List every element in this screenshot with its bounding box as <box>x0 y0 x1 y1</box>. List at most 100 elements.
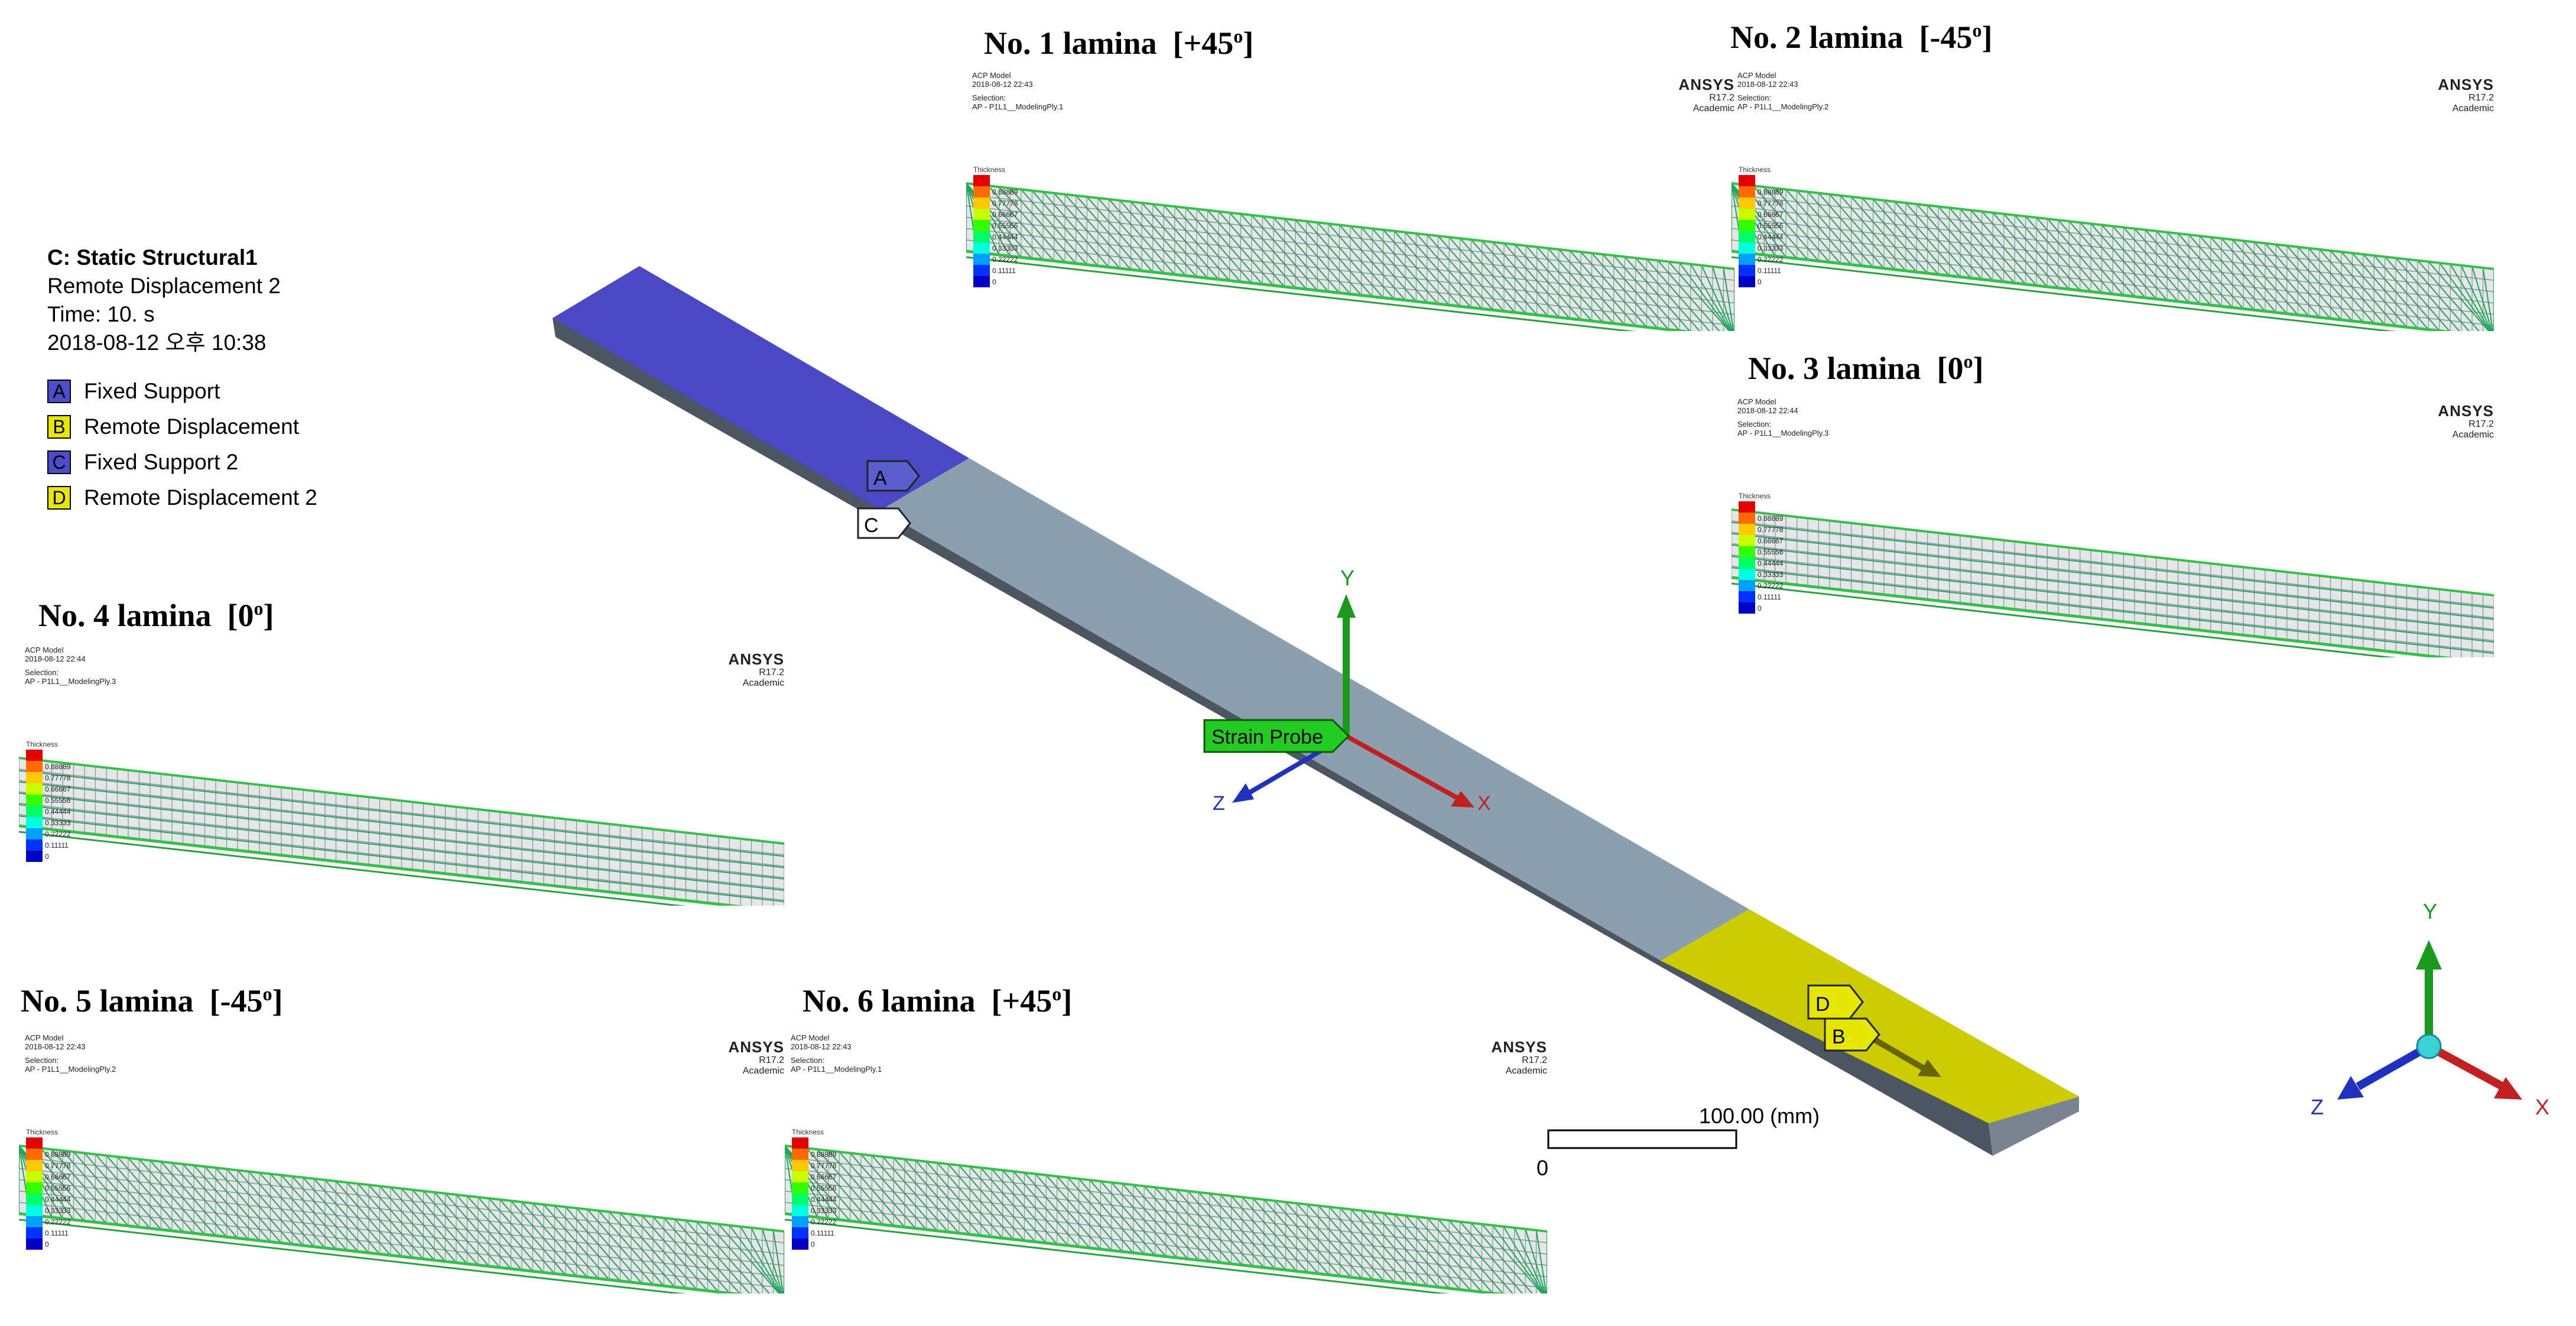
legend-row: 0.22222 <box>792 1216 836 1227</box>
legend-row: 0.55556 <box>26 795 70 806</box>
strain-probe-tag[interactable]: Strain Probe <box>1203 719 1350 753</box>
legend-row: 0.77778 <box>26 1160 70 1171</box>
legend-row: 0.22222 <box>1739 254 1783 265</box>
bc-label-a: Fixed Support <box>84 379 220 403</box>
legend-row: 0.77778 <box>1739 197 1783 209</box>
legend-row: 0.77778 <box>1739 524 1783 535</box>
laminate-strip[interactable] <box>19 1092 784 1293</box>
legend-swatch <box>973 276 990 287</box>
legend-row: 0.33333 <box>1739 569 1783 580</box>
legend-value: 0.88889 <box>992 187 1018 196</box>
laminate-strip[interactable] <box>966 130 1734 331</box>
legend-swatch <box>26 828 43 839</box>
acp-selection-value: AP - P1L1__ModelingPly.1 <box>791 1065 882 1074</box>
legend-value: 0.33333 <box>1758 570 1784 579</box>
ansys-brand: ANSYS <box>2438 402 2494 420</box>
ansys-brand: ANSYS <box>2438 76 2494 93</box>
ansys-version: R17.2 <box>1522 1055 1547 1065</box>
bc-item-b[interactable]: B Remote Displacement <box>47 409 317 445</box>
acp-timestamp: 2018-08-12 22:43 <box>972 80 1033 89</box>
legend-value: 0.11111 <box>45 841 69 850</box>
global-axis-triad[interactable]: Y X Z <box>2311 899 2549 1119</box>
legend-swatch <box>1739 580 1755 591</box>
acp-selection-label: Selection: <box>25 1056 59 1065</box>
scale-bar-zero: 0 <box>1536 1156 1548 1180</box>
tag-a[interactable]: A <box>866 460 920 492</box>
legend-value: 0.55556 <box>1758 547 1784 556</box>
legend-row: 0 <box>973 276 1018 287</box>
legend-row: 0.88889 <box>1739 513 1783 524</box>
legend-swatch <box>26 783 43 795</box>
remote-displacement-region[interactable] <box>1661 909 2079 1123</box>
legend-swatch <box>1739 546 1755 557</box>
legend-value: 0.33333 <box>45 818 71 827</box>
acp-model-label: ACP Model <box>25 646 64 654</box>
legend-value: 0.66667 <box>811 1172 837 1181</box>
laminate-strip[interactable] <box>785 1092 1547 1293</box>
legend-row: 0.11111 <box>26 839 70 851</box>
legend-swatch <box>26 795 43 806</box>
legend-swatch <box>1739 265 1755 276</box>
legend-value: 0.44444 <box>992 232 1018 241</box>
bc-label-d: Remote Displacement 2 <box>84 485 317 510</box>
legend-swatch <box>1739 569 1755 580</box>
triad-z-label: Z <box>2311 1095 2324 1119</box>
lamina-2-title: No. 2 lamina [-45o] <box>1730 20 1993 55</box>
legend-swatch <box>1739 602 1755 614</box>
legend-value: 0.44444 <box>1758 232 1784 241</box>
legend-value: 0.11111 <box>1758 266 1781 275</box>
legend-row: 0.22222 <box>26 1216 70 1227</box>
legend-swatch <box>792 1239 808 1250</box>
legend-swatch <box>973 175 990 186</box>
bc-key-a: A <box>47 380 71 403</box>
legend-swatch <box>1739 175 1755 186</box>
specimen-gauge-region[interactable] <box>881 458 1749 961</box>
legend-swatch <box>792 1160 808 1171</box>
bc-item-a[interactable]: A Fixed Support <box>47 374 317 409</box>
legend-value: 0.11111 <box>1758 592 1781 601</box>
tag-b-label: B <box>1832 1026 1846 1048</box>
laminate-strip[interactable] <box>1732 130 2494 331</box>
legend-swatch <box>26 1149 43 1160</box>
legend-row <box>26 1137 70 1149</box>
legend-value: 0.22222 <box>1758 581 1784 590</box>
legend-value: 0.22222 <box>45 1217 71 1226</box>
ansys-version: R17.2 <box>1709 93 1734 103</box>
fixed-support-region[interactable] <box>553 266 969 510</box>
legend-row: 0.11111 <box>1739 591 1783 602</box>
acp-selection-label: Selection: <box>791 1056 825 1065</box>
laminate-strip[interactable] <box>1732 456 2494 657</box>
legend-swatch <box>1739 501 1755 513</box>
legend-value: 0.44444 <box>1758 559 1784 568</box>
legend-row: 0.22222 <box>26 828 70 839</box>
legend-row: 0 <box>792 1239 836 1250</box>
legend-row: 0.44444 <box>26 806 70 817</box>
bc-item-c[interactable]: C Fixed Support 2 <box>47 445 317 480</box>
legend-value: 0.55556 <box>1758 221 1784 230</box>
legend-value: 0.33333 <box>811 1206 837 1215</box>
legend-swatch <box>1739 524 1755 535</box>
tag-d[interactable]: D <box>1807 984 1864 1020</box>
legend-value: 0 <box>45 1240 49 1249</box>
legend-value: 0.88889 <box>45 1150 71 1159</box>
legend-swatch <box>26 761 43 772</box>
tag-b[interactable]: B <box>1824 1017 1880 1052</box>
legend-swatch <box>26 817 43 828</box>
legend-swatch <box>1739 186 1755 197</box>
legend-row: 0.11111 <box>973 265 1018 276</box>
ansys-edition: Academic <box>742 678 784 688</box>
legend-swatch <box>26 1160 43 1171</box>
legend-row: 0 <box>1739 276 1783 287</box>
legend-row: 0.33333 <box>792 1205 836 1216</box>
bc-item-d[interactable]: D Remote Displacement 2 <box>47 480 317 516</box>
legend-row: 0.22222 <box>1739 580 1783 591</box>
tag-c[interactable]: C <box>857 507 911 539</box>
laminate-strip[interactable] <box>19 705 784 906</box>
acp-selection-label: Selection: <box>25 668 59 677</box>
